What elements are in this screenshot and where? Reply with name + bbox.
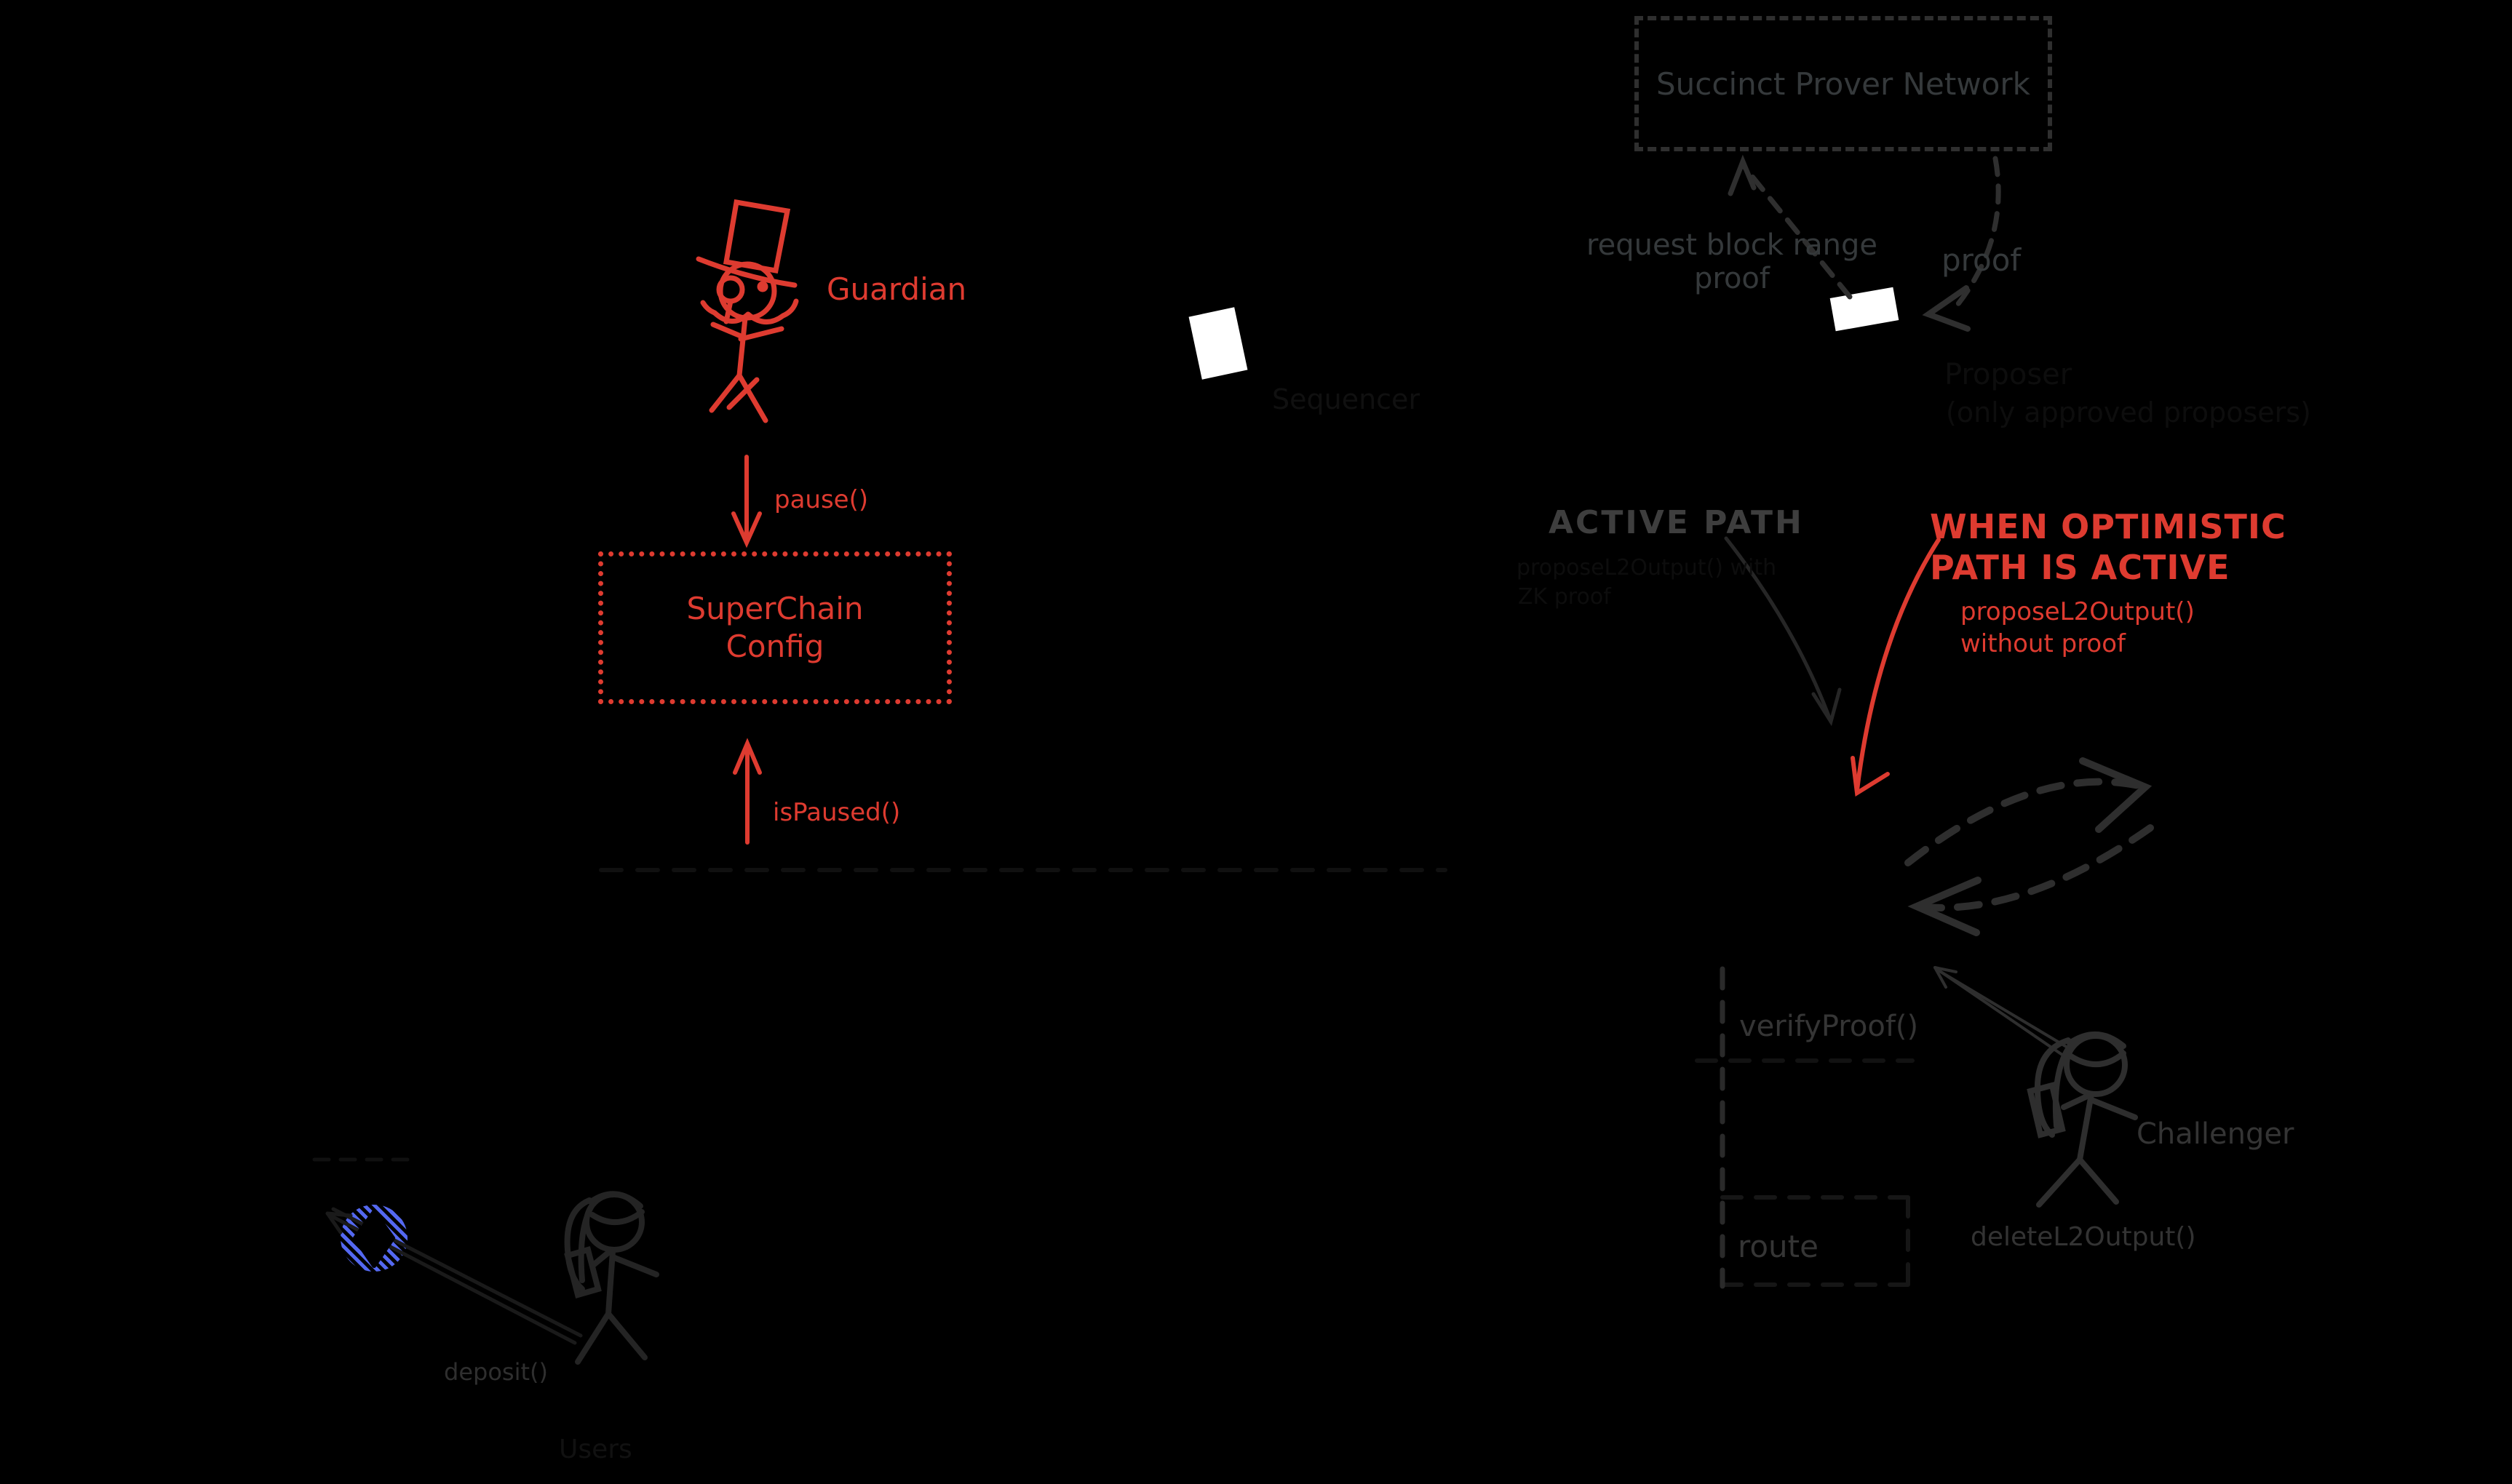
ispaused-label: isPaused() bbox=[773, 798, 901, 827]
zk-note-line1: proposeL2Output() with bbox=[1517, 555, 1777, 581]
guardian-figure bbox=[696, 199, 799, 423]
challenger-figure bbox=[2027, 1032, 2138, 1208]
faint-box-edges bbox=[312, 868, 1915, 1289]
verifyproof-label: verifyProof() bbox=[1739, 1010, 1919, 1043]
deletel2output-label: deleteL2Output() bbox=[1971, 1222, 2196, 1252]
optimistic-title-line2: PATH IS ACTIVE bbox=[1930, 548, 2230, 587]
pause-arrow bbox=[731, 455, 762, 548]
user-figure bbox=[564, 1191, 659, 1365]
succinct-prover-network-title: Succinct Prover Network bbox=[1656, 65, 2030, 102]
challenger-label: Challenger bbox=[2137, 1117, 2294, 1151]
superchain-config-box: SuperChain Config bbox=[598, 551, 952, 704]
mustache-icon bbox=[712, 310, 751, 324]
phone-icon bbox=[564, 1246, 602, 1298]
proposer-label: Proposer bbox=[1944, 358, 2072, 391]
challenge-cycle-arrows bbox=[1904, 757, 2154, 936]
phone-icon bbox=[2027, 1082, 2066, 1138]
hair-icon bbox=[588, 1191, 643, 1209]
superchain-config-label-line1: SuperChain bbox=[686, 590, 864, 626]
pause-label: pause() bbox=[774, 485, 869, 514]
optimistic-title-line1: WHEN OPTIMISTIC bbox=[1930, 507, 2286, 546]
hair-icon bbox=[2067, 1032, 2126, 1049]
request-block-range-proof-label: request block range proof bbox=[1586, 228, 1877, 295]
active-path-label: ACTIVE PATH bbox=[1549, 504, 1804, 541]
proof-label: proof bbox=[1941, 242, 2022, 278]
optimistic-path-arrow bbox=[1851, 538, 1941, 797]
proposer-note-label: (only approved proposers) bbox=[1946, 396, 2311, 428]
users-label: Users bbox=[559, 1435, 632, 1464]
challenger-verify-arrow bbox=[1933, 966, 2070, 1056]
sequencer-label: Sequencer bbox=[1272, 383, 1420, 415]
sequencer-document bbox=[1188, 307, 1248, 380]
monocle-icon bbox=[716, 275, 745, 304]
succinct-prover-network-box: Succinct Prover Network bbox=[1634, 16, 2052, 151]
ispaused-arrow bbox=[733, 738, 762, 845]
zk-note-line2: ZK proof bbox=[1518, 584, 1611, 610]
propose-without-proof-line1: proposeL2Output() bbox=[1960, 597, 2195, 626]
deposit-label: deposit() bbox=[444, 1358, 548, 1386]
superchain-config-label-line2: Config bbox=[726, 629, 824, 664]
route-label: route bbox=[1738, 1229, 1819, 1264]
propose-without-proof-line2: without proof bbox=[1960, 629, 2126, 658]
ethereum-logo-icon bbox=[341, 1205, 408, 1272]
guardian-label: Guardian bbox=[827, 271, 967, 307]
